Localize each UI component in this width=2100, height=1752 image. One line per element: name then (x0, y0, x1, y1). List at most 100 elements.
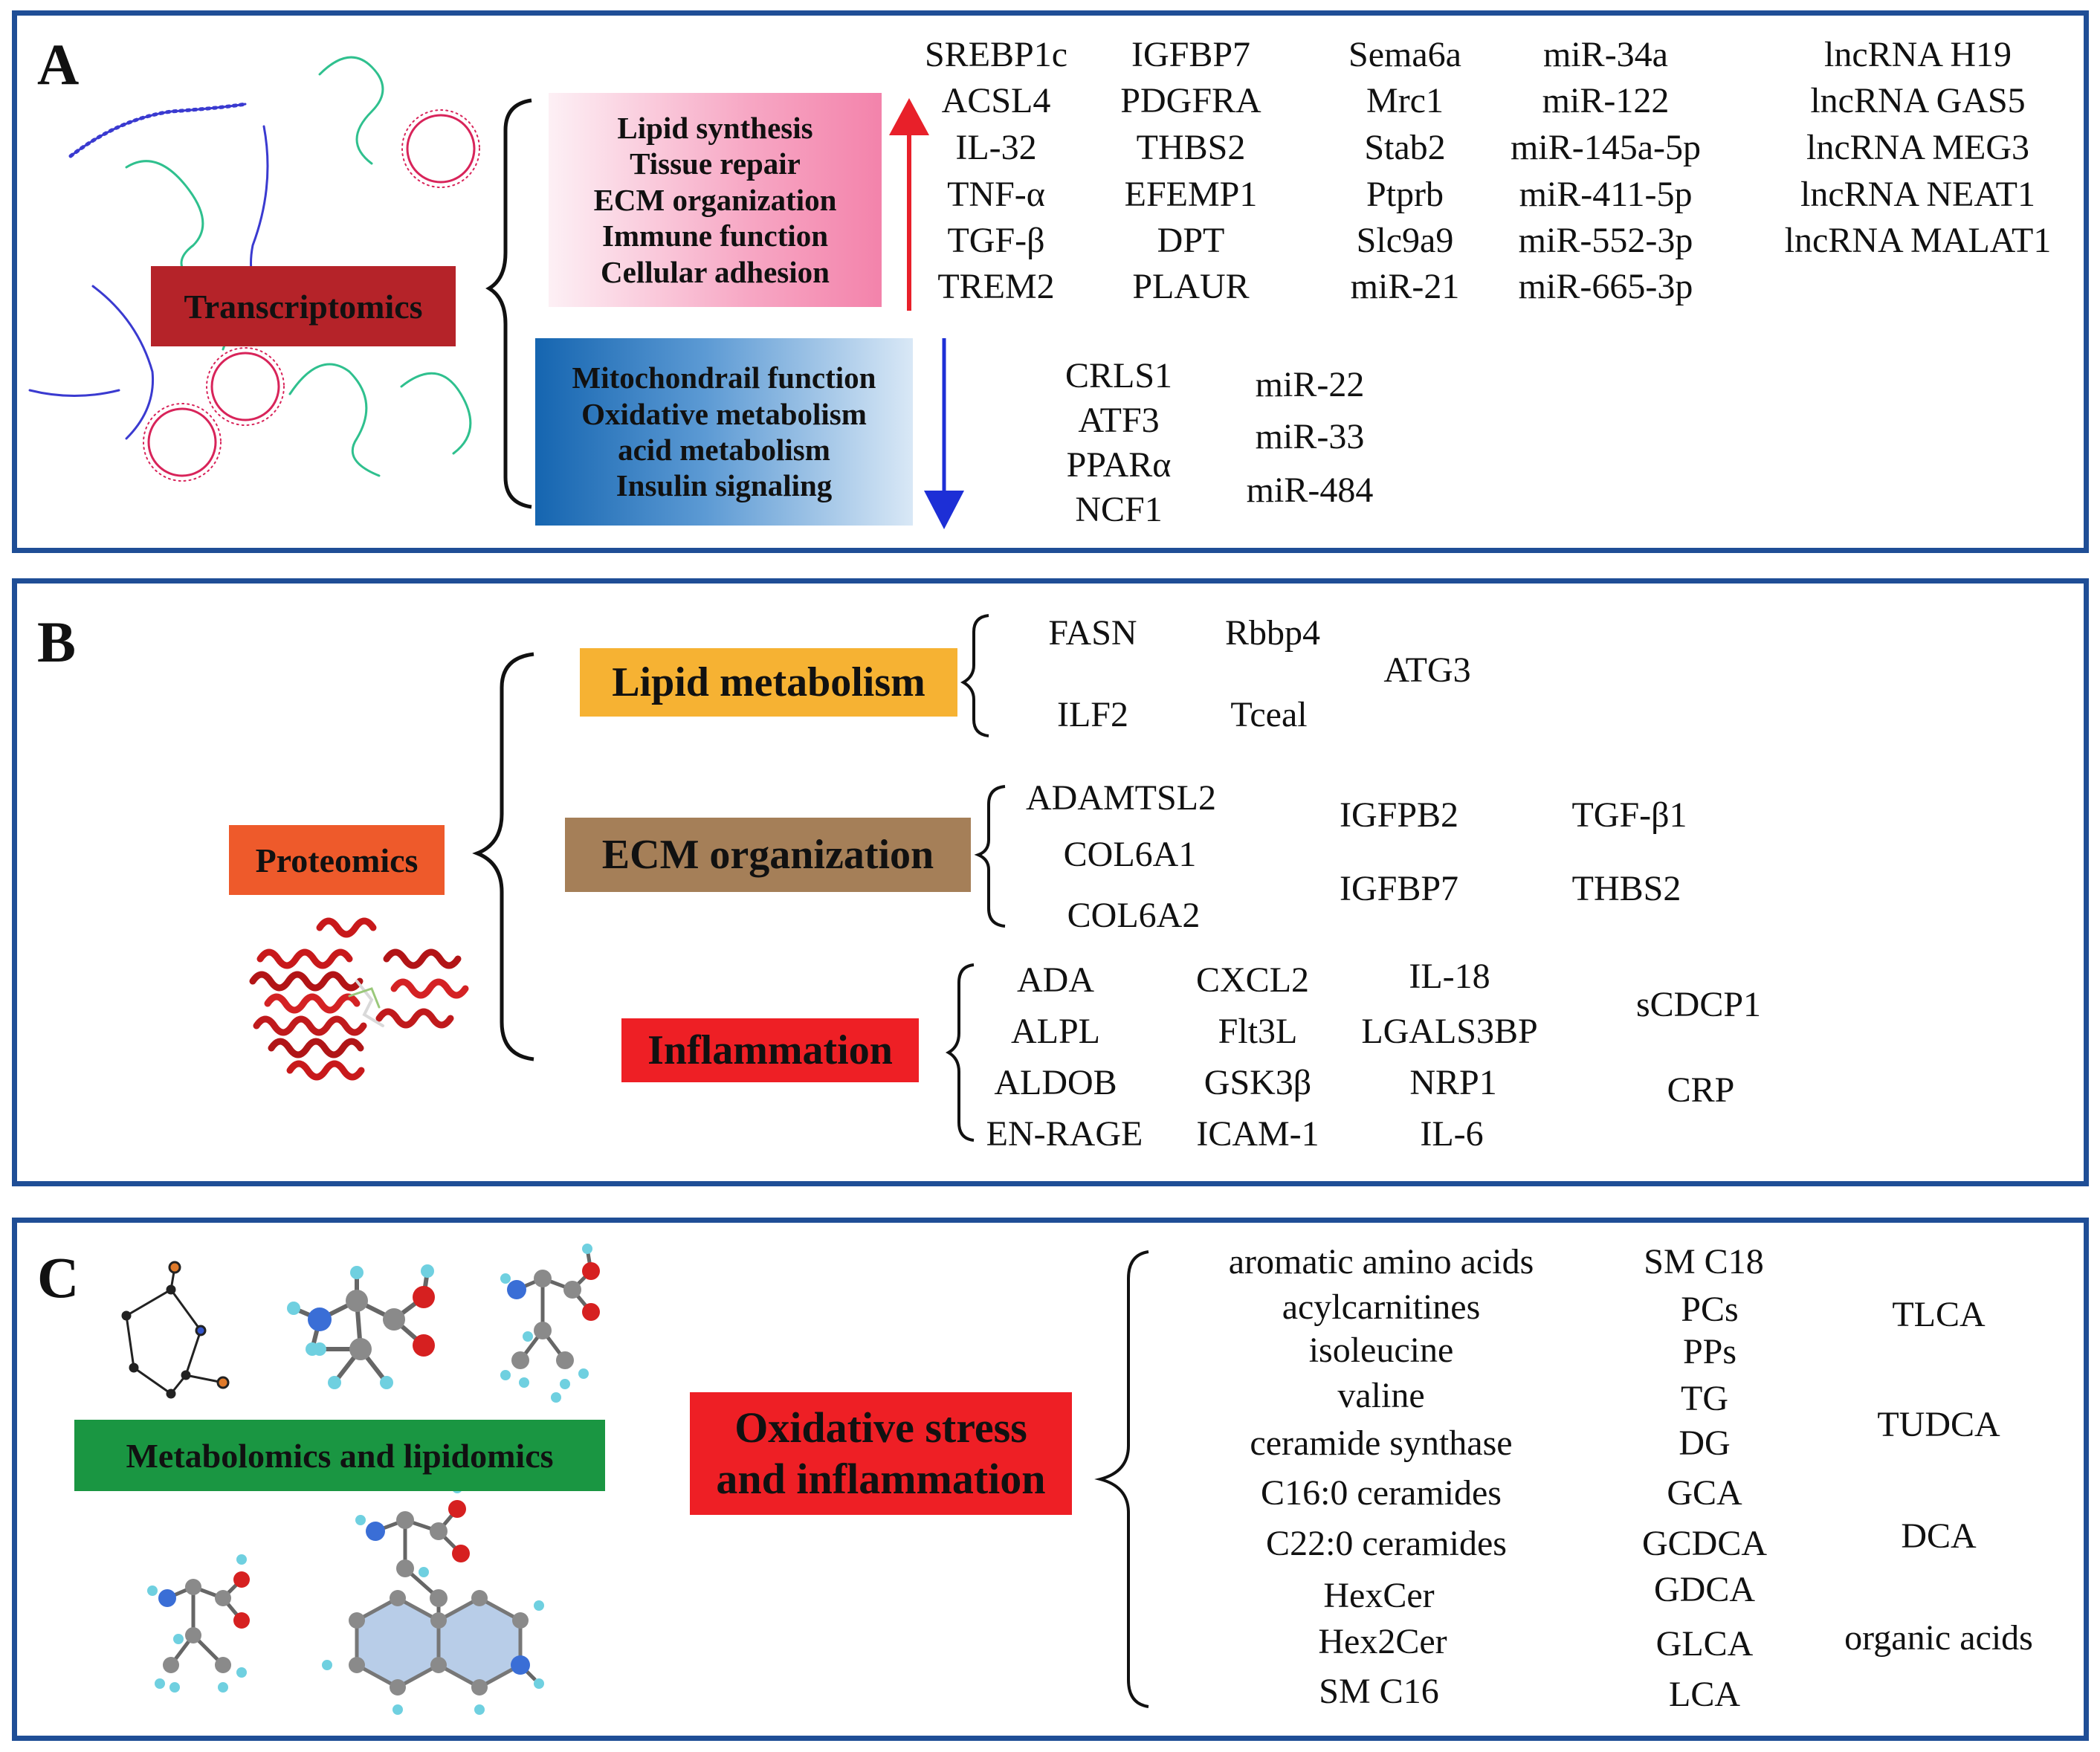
up-gene: IGFBP7 (1131, 35, 1251, 74)
ecm-protein: COL6A2 (1067, 896, 1201, 935)
lipid-metabolism-box: Lipid metabolism (580, 648, 957, 717)
inflammation-protein: EN-RAGE (986, 1114, 1143, 1154)
up-mirna: miR-665-3p (1518, 267, 1693, 306)
proteomics-box: Proteomics (229, 825, 445, 895)
metabolite: acylcarnitines (1282, 1287, 1481, 1327)
up-lncrna: lncRNA MALAT1 (1784, 221, 2052, 260)
up-arrow-icon (889, 98, 929, 135)
down-mirna: miR-33 (1255, 417, 1365, 456)
brace-ecm (974, 785, 1006, 928)
lipid-protein: ILF2 (1057, 695, 1128, 734)
aromatic-molecule-icon (322, 1483, 544, 1715)
metabolite: SM C16 (1319, 1672, 1439, 1711)
bile-acid: TLCA (1892, 1295, 1986, 1334)
up-mirna: miR-34a (1543, 35, 1668, 74)
up-mirna: miR-122 (1542, 81, 1670, 120)
up-processes-box: Lipid synthesis Tissue repair ECM organi… (549, 93, 882, 307)
up-process: Lipid synthesis (617, 111, 813, 146)
metabolite: C16:0 ceramides (1261, 1473, 1502, 1513)
ecm-protein: IGFBP7 (1339, 869, 1459, 908)
down-gene: CRLS1 (1064, 356, 1173, 395)
ecm-protein: THBS2 (1571, 869, 1681, 908)
up-gene: DPT (1157, 221, 1225, 260)
lipid-metabolite: DG (1679, 1423, 1731, 1463)
down-process: Oxidative metabolism (581, 396, 867, 431)
ecm-protein: IGFPB2 (1339, 795, 1459, 835)
brace-a (485, 98, 532, 509)
lipid-metabolite: GCDCA (1641, 1524, 1768, 1563)
lipid-metabolite: SM C18 (1644, 1242, 1764, 1281)
up-gene: PDGFRA (1120, 81, 1261, 120)
inflammation-label: Inflammation (647, 1027, 893, 1073)
down-process: Insulin signaling (616, 468, 833, 503)
transcriptomics-label: Transcriptomics (184, 287, 423, 326)
inflammation-protein: CXCL2 (1195, 960, 1310, 1000)
brace-b (472, 652, 534, 1061)
oxidative-stress-line1: Oxidative stress (734, 1403, 1027, 1452)
lipid-metabolite: GCA (1667, 1473, 1742, 1513)
metabolite: HexCer (1323, 1576, 1435, 1615)
brace-inflammation (945, 963, 975, 1142)
up-mirna: miR-411-5p (1519, 175, 1693, 214)
lipid-protein: Tceal (1230, 695, 1308, 734)
lipid-metabolism-label: Lipid metabolism (612, 659, 925, 705)
up-gene: Slc9a9 (1356, 221, 1454, 260)
oxidative-stress-box: Oxidative stress and inflammation (690, 1392, 1072, 1515)
lipid-metabolite: PCs (1681, 1290, 1739, 1329)
up-gene: ACSL4 (941, 81, 1051, 120)
ring-molecule-icon (121, 1261, 230, 1399)
up-gene: EFEMP1 (1124, 175, 1258, 214)
down-gene: ATF3 (1078, 401, 1160, 440)
down-gene: NCF1 (1075, 490, 1163, 529)
up-lncrna: lncRNA MEG3 (1806, 128, 2029, 167)
metabolite: ceramide synthase (1250, 1423, 1513, 1463)
bile-acid: DCA (1901, 1516, 1977, 1556)
up-gene: TNF-α (947, 175, 1045, 214)
up-process: Cellular adhesion (601, 254, 830, 289)
metabolomics-lipidomics-box: Metabolomics and lipidomics (74, 1420, 605, 1491)
down-mirna: miR-484 (1246, 471, 1374, 510)
protein-structure-icon (249, 917, 469, 1081)
inflammation-protein: ICAM-1 (1196, 1114, 1319, 1154)
lipid-protein: FASN (1048, 613, 1137, 653)
inflammation-protein: Flt3L (1218, 1012, 1298, 1051)
leucine-molecule-icon (147, 1554, 250, 1693)
down-process: acid metabolism (618, 433, 830, 467)
metabolite: aromatic amino acids (1228, 1242, 1534, 1281)
brace-c (1094, 1250, 1149, 1708)
lipid-metabolite: TG (1681, 1379, 1728, 1418)
panel-b-label: B (37, 610, 77, 674)
lipid-protein: Rbbp4 (1224, 613, 1321, 653)
transcriptomics-box: Transcriptomics (151, 266, 456, 346)
down-process: Mitochondrail function (572, 361, 876, 395)
down-gene: PPARα (1066, 445, 1172, 485)
lipid-protein: ATG3 (1383, 650, 1471, 690)
ecm-organization-box: ECM organization (565, 818, 971, 892)
panel-a-label: A (37, 32, 80, 97)
up-lncrna: lncRNA NEAT1 (1800, 175, 2035, 214)
lipid-metabolite: LCA (1669, 1675, 1740, 1714)
up-gene: Stab2 (1364, 128, 1446, 167)
ecm-protein: TGF-β1 (1571, 795, 1687, 835)
bile-acid: organic acids (1844, 1618, 2033, 1658)
bile-acid: TUDCA (1877, 1405, 2000, 1444)
up-process: ECM organization (593, 182, 837, 217)
inflammation-box: Inflammation (621, 1018, 919, 1082)
lipid-metabolite: PPs (1682, 1332, 1737, 1371)
up-gene: TREM2 (937, 267, 1055, 306)
up-gene: miR-21 (1350, 267, 1460, 306)
metabolite: Hex2Cer (1318, 1622, 1447, 1661)
up-gene: Ptprb (1366, 175, 1444, 214)
up-gene: SREBP1c (924, 35, 1068, 74)
inflammation-protein: NRP1 (1409, 1063, 1497, 1102)
down-mirna: miR-22 (1255, 365, 1365, 404)
brace-lipid (960, 614, 989, 737)
up-mirna: miR-552-3p (1518, 221, 1693, 260)
ecm-protein: COL6A1 (1063, 835, 1197, 874)
lipid-metabolite: GDCA (1653, 1570, 1756, 1609)
metabolomics-lipidomics-label: Metabolomics and lipidomics (126, 1436, 554, 1475)
proteomics-label: Proteomics (255, 841, 419, 879)
inflammation-protein: ALDOB (994, 1063, 1117, 1102)
ecm-protein: ADAMTSL2 (1025, 778, 1217, 818)
